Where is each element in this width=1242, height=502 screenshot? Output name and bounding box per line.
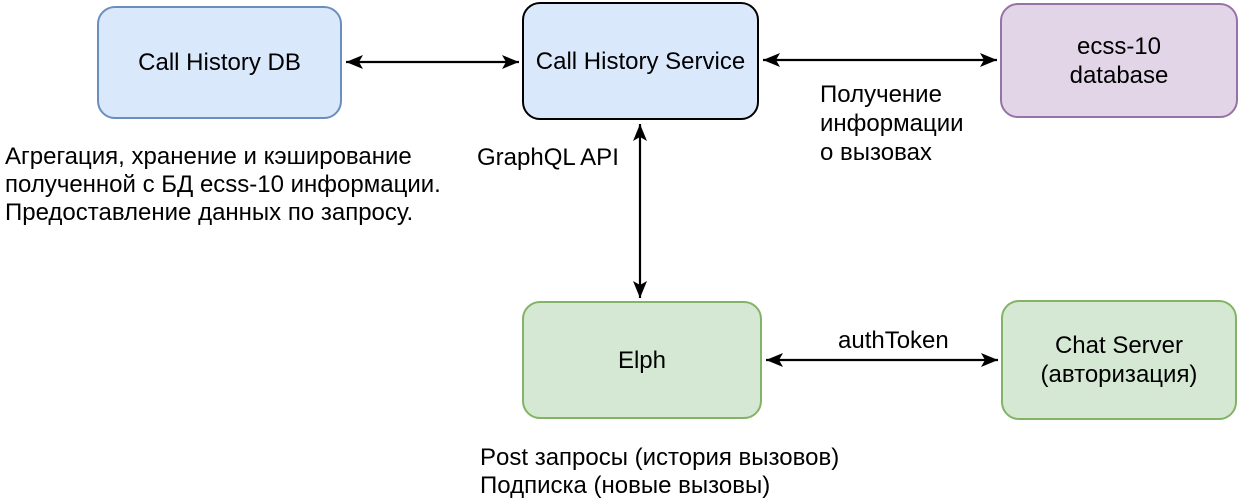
graphql-api-edge-label: GraphQL API xyxy=(477,144,619,171)
node-ecss10-database: ecss-10 database xyxy=(1000,3,1238,118)
node-elph-label: Elph xyxy=(617,346,667,374)
node-call-history-service-label: Call History Service xyxy=(535,47,746,75)
node-call-history-db: Call History DB xyxy=(97,6,342,119)
call-info-edge-label: Получение информации о вызовах xyxy=(820,81,964,166)
node-chat-server: Chat Server (авторизация) xyxy=(1001,300,1237,420)
auth-token-edge-label: authToken xyxy=(838,327,949,354)
node-chat-server-label: Chat Server (авторизация) xyxy=(1040,332,1198,388)
node-call-history-db-label: Call History DB xyxy=(138,49,301,76)
elph-requests-note: Post запросы (история вызовов) Подписка … xyxy=(480,444,840,499)
node-ecss10-database-label: ecss-10 database xyxy=(1069,32,1169,89)
node-elph: Elph xyxy=(522,301,762,419)
db-aggregation-note: Агрегация, хранение и кэширование получе… xyxy=(5,143,441,226)
node-call-history-service: Call History Service xyxy=(522,2,759,120)
